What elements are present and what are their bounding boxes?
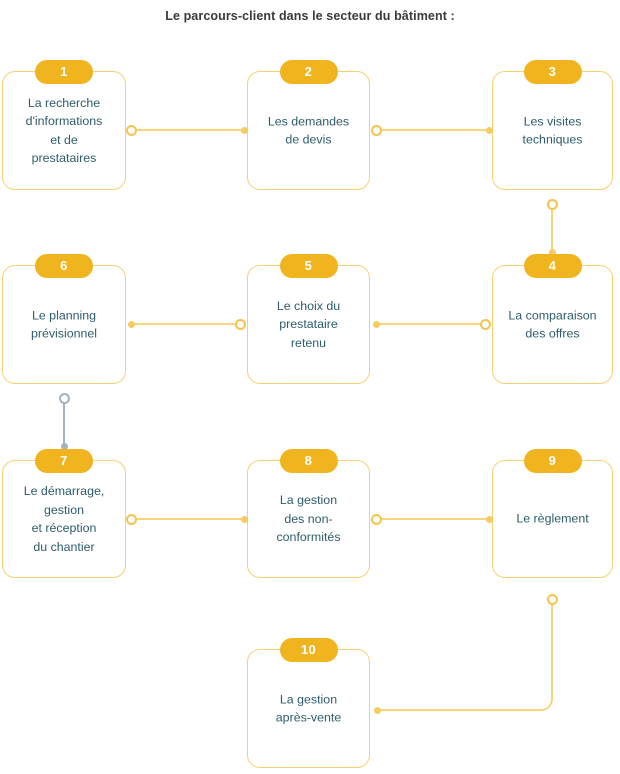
connector-start-node-9-to-10 [547,594,558,605]
step-box-10[interactable]: 10 La gestion après-vente [247,638,370,768]
page-title: Le parcours-client dans le secteur du bâ… [165,9,455,23]
step-label-4: La comparaison des offres [508,307,597,341]
step-label-2: Les demandes de devis [267,113,350,147]
connector-start-node-2-to-3 [371,125,382,136]
connector-start-node-7-to-8 [126,514,137,525]
connector-end-node-9-to-10 [374,707,381,714]
step-label-3: Les visites techniques [522,113,583,147]
step-box-7[interactable]: 7 Le démarrage, gestion et réception du … [2,449,126,578]
step-box-2[interactable]: 2 Les demandes de devis [247,60,370,190]
connector-end-node-1-to-2 [241,127,248,134]
step-box-1[interactable]: 1 La recherche d'informations et de pres… [2,60,126,190]
step-label-10: La gestion après-vente [275,691,342,725]
connector-5-to-6 [132,323,245,326]
connector-9-to-10 [378,601,553,711]
step-label-5: Le choix du prestataire retenu [276,298,341,350]
connector-end-node-7-to-8 [241,516,248,523]
step-badge-3: 3 [523,60,582,84]
step-badge-6: 6 [35,254,93,278]
step-badge-9: 9 [523,449,582,473]
step-box-9[interactable]: 9 Le règlement [492,449,613,578]
step-label-9: Le règlement [516,511,589,526]
step-badge-4: 4 [523,254,582,278]
step-badge-1: 1 [35,60,93,84]
step-badge-5: 5 [279,254,338,278]
connector-2-to-3 [377,129,489,132]
connector-1-to-2 [132,129,245,132]
step-badge-2: 2 [279,60,338,84]
connector-6-to-7 [63,400,66,446]
connector-end-node-5-to-6 [128,321,135,328]
connector-start-node-6-to-7 [59,393,70,404]
step-label-7: Le démarrage, gestion et réception du ch… [23,483,105,554]
connector-end-node-6-to-7 [61,443,68,450]
step-box-8[interactable]: 8 La gestion des non- conformités [247,449,370,578]
connector-start-node-3-to-4 [547,199,558,210]
step-box-6[interactable]: 6 Le planning prévisionnel [2,254,126,384]
connector-end-node-2-to-3 [486,127,493,134]
connector-3-to-4 [551,206,554,252]
connector-7-to-8 [132,518,245,521]
connector-8-to-9 [377,518,489,521]
step-badge-7: 7 [35,449,93,473]
connector-end-node-3-to-4 [549,249,556,256]
connector-end-node-8-to-9 [486,516,493,523]
connector-end-node-4-to-5 [373,321,380,328]
step-label-1: La recherche d'informations et de presta… [25,95,103,166]
connector-4-to-5 [377,323,489,326]
step-badge-8: 8 [279,449,338,473]
step-box-4[interactable]: 4 La comparaison des offres [492,254,613,384]
connector-start-node-1-to-2 [126,125,137,136]
step-box-3[interactable]: 3 Les visites techniques [492,60,613,190]
step-box-5[interactable]: 5 Le choix du prestataire retenu [247,254,370,384]
step-label-6: Le planning prévisionnel [30,307,98,341]
connector-start-node-5-to-6 [235,319,246,330]
connector-start-node-4-to-5 [480,319,491,330]
connector-start-node-8-to-9 [371,514,382,525]
step-label-8: La gestion des non- conformités [276,493,341,545]
step-badge-10: 10 [279,638,338,662]
